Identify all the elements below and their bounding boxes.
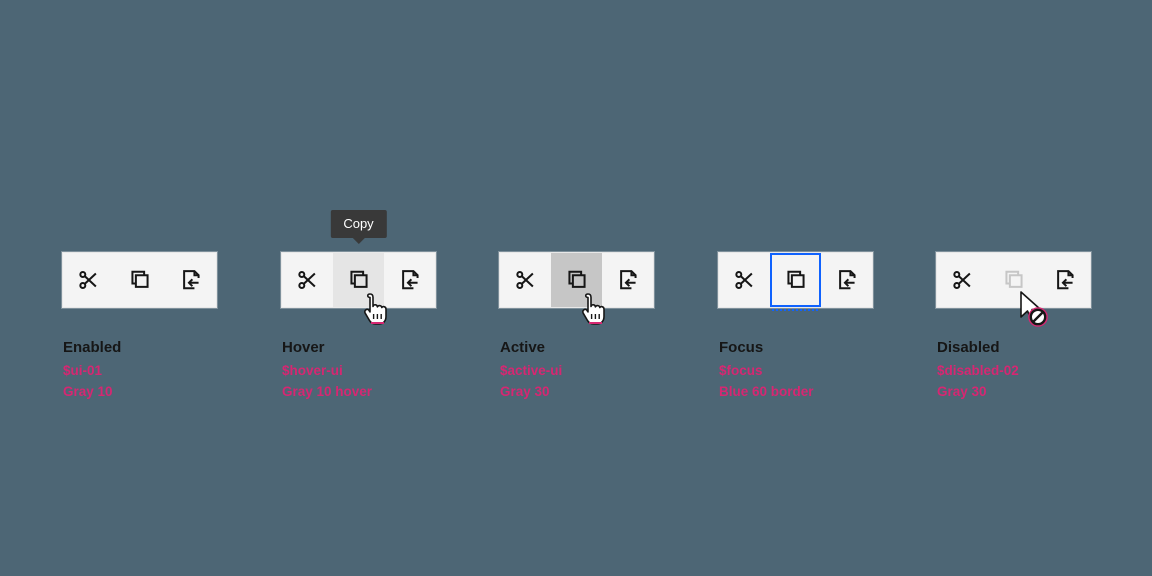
state-label: Disabled (937, 339, 1000, 356)
cut-button[interactable] (719, 253, 770, 307)
cut-button[interactable] (63, 253, 114, 307)
copy-icon (566, 269, 588, 291)
labels-hover: Hover $hover-ui Gray 10 hover (282, 338, 512, 402)
scissors-icon (734, 269, 756, 291)
state-label: Enabled (63, 339, 122, 356)
toolbar-wrap-hover: Copy (281, 210, 436, 325)
paste-button[interactable] (384, 253, 435, 307)
paste-icon (617, 269, 639, 291)
paste-icon (1054, 269, 1076, 291)
token-name: $ui-01 (63, 363, 103, 379)
labels-active: Active $active-ui Gray 30 (500, 338, 730, 402)
paste-icon (836, 269, 858, 291)
toolbar-disabled (936, 252, 1091, 308)
scissors-icon (78, 269, 100, 291)
paste-button[interactable] (1039, 253, 1090, 307)
state-label: Focus (719, 339, 764, 356)
toolbar-wrap-disabled (936, 252, 1091, 327)
labels-disabled: Disabled $disabled-02 Gray 30 (937, 338, 1152, 402)
toolbar-enabled (62, 252, 217, 308)
token-value: Gray 10 hover (282, 383, 373, 399)
cut-button[interactable] (937, 253, 988, 307)
token-value: Gray 10 (63, 383, 113, 399)
token-name: $disabled-02 (937, 363, 1019, 379)
token-name: $active-ui (500, 363, 563, 379)
specimen-focus: Focus $focus Blue 60 border (718, 252, 873, 399)
copy-button[interactable] (770, 253, 821, 311)
token-value: Gray 30 (937, 383, 987, 399)
token-name: $focus (719, 363, 763, 379)
copy-button (988, 253, 1039, 307)
cut-button[interactable] (500, 253, 551, 307)
toolbar-wrap-active (499, 252, 654, 325)
toolbar-hover (281, 252, 436, 308)
labels-focus: Focus $focus Blue 60 border (719, 338, 949, 402)
copy-icon (1003, 269, 1025, 291)
paste-button[interactable] (821, 253, 872, 307)
paste-icon (180, 269, 202, 291)
toolbar-wrap-focus (718, 252, 873, 311)
token-value: Gray 30 (500, 383, 550, 399)
token-value: Blue 60 border (719, 383, 814, 399)
copy-icon (348, 269, 370, 291)
token-name: $hover-ui (282, 363, 343, 379)
paste-button[interactable] (165, 253, 216, 307)
toolbar-focus (718, 252, 873, 311)
state-label: Active (500, 339, 546, 356)
toolbar-wrap-enabled (62, 252, 217, 308)
paste-icon (399, 269, 421, 291)
copy-button[interactable] (114, 253, 165, 307)
copy-icon (785, 269, 807, 291)
toolbar-active (499, 252, 654, 308)
tooltip: Copy (330, 210, 387, 244)
specimen-enabled: Enabled $ui-01 Gray 10 (62, 252, 217, 399)
paste-button[interactable] (602, 253, 653, 307)
copy-button[interactable] (333, 253, 384, 307)
copy-icon (129, 269, 151, 291)
scissors-icon (515, 269, 537, 291)
scissors-icon (952, 269, 974, 291)
state-label: Hover (282, 339, 325, 356)
specimen-active: Active $active-ui Gray 30 (499, 252, 654, 399)
copy-button[interactable] (551, 253, 602, 307)
scissors-icon (297, 269, 319, 291)
specimen-disabled: Disabled $disabled-02 Gray 30 (936, 252, 1091, 399)
labels-enabled: Enabled $ui-01 Gray 10 (63, 338, 293, 402)
cut-button[interactable] (282, 253, 333, 307)
specimen-hover: Copy (281, 210, 436, 399)
